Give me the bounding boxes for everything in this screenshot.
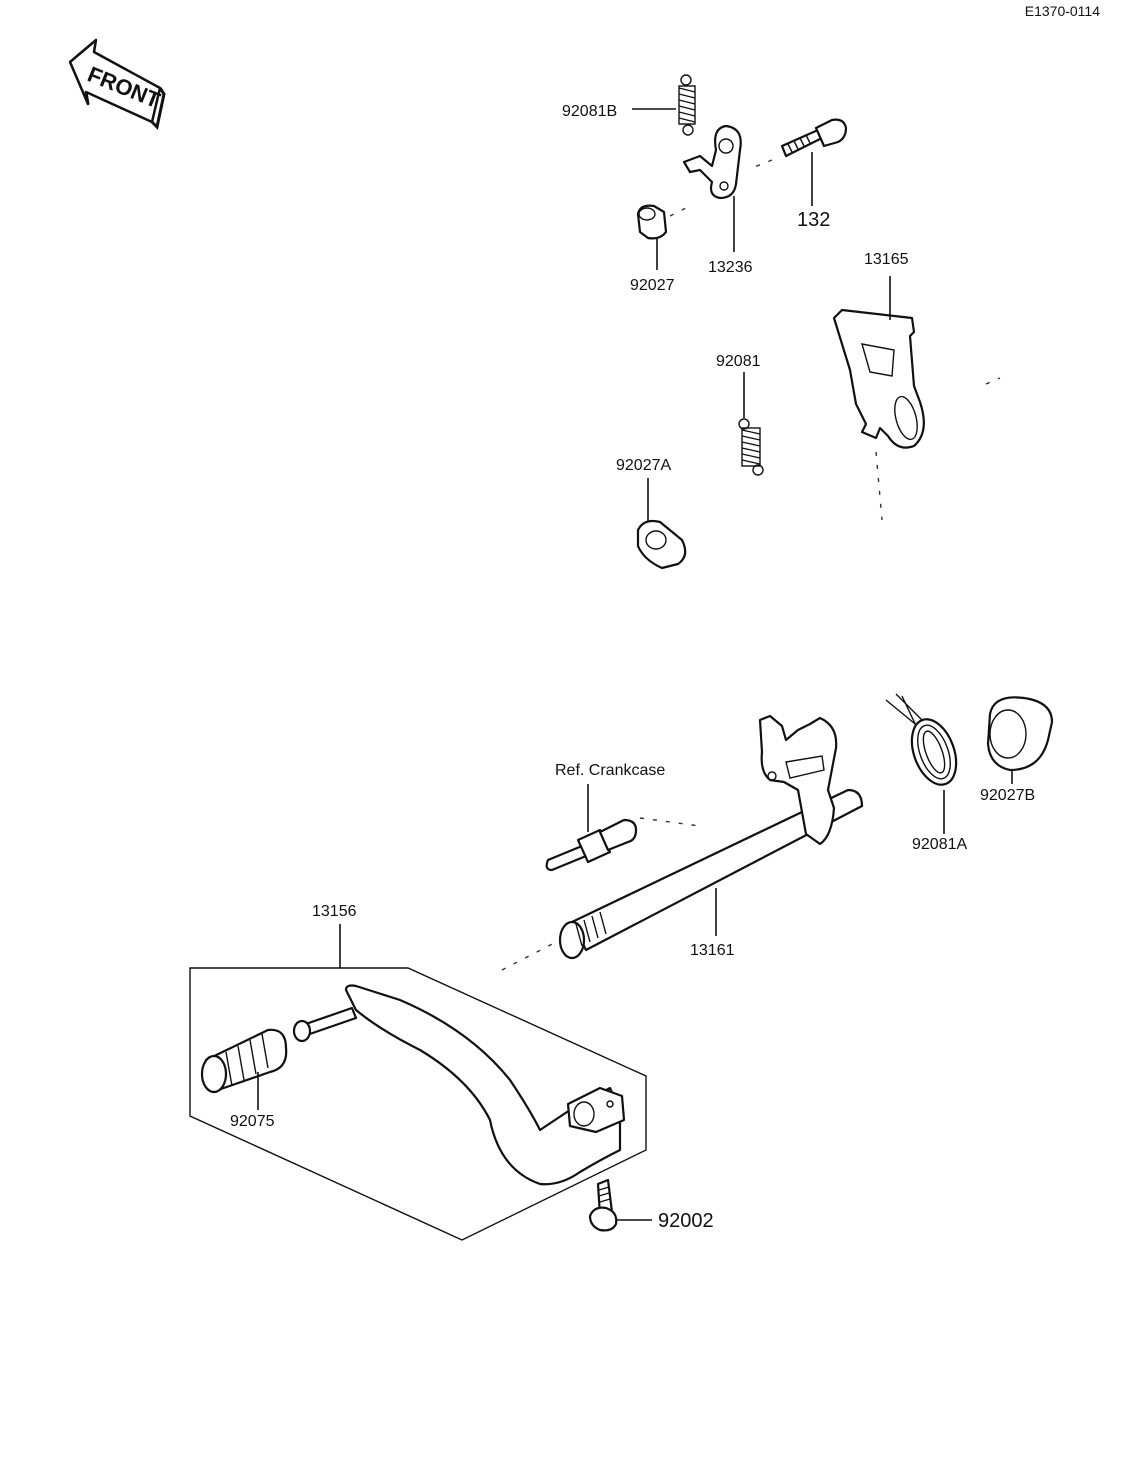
- label-13161: 13161: [690, 942, 735, 959]
- label-92081a: 92081A: [912, 836, 967, 853]
- lever-arm-13165: [832, 308, 925, 449]
- bolt-92002: [588, 1178, 618, 1232]
- label-92027b: 92027B: [980, 787, 1035, 804]
- label-92027: 92027: [630, 277, 675, 294]
- shift-pedal: [292, 984, 626, 1186]
- collar-92027: [636, 204, 668, 240]
- torsion-spring-92081a: [885, 693, 958, 786]
- rubber-92075: [200, 1028, 288, 1094]
- label-92081b: 92081B: [562, 103, 617, 120]
- label-92002: 92002: [658, 1210, 714, 1232]
- bolt-132: [780, 118, 848, 158]
- label-13165: 13165: [864, 251, 909, 268]
- label-13236: 13236: [708, 259, 753, 276]
- collar-92027b: [986, 696, 1054, 772]
- label-92027a: 92027A: [616, 457, 671, 474]
- front-arrow-icon: FRONT: [68, 38, 166, 131]
- label-13156: 13156: [312, 903, 357, 920]
- lever-plate-13236: [682, 124, 742, 200]
- label-92075: 92075: [230, 1113, 275, 1130]
- label-132: 132: [797, 209, 830, 231]
- pedal-assy-outline: [189, 967, 647, 1241]
- crankcase-stud: [545, 818, 638, 872]
- diagram-code: E1370-0114: [1025, 3, 1100, 19]
- label-92081: 92081: [716, 353, 761, 370]
- shift-shaft-13161: [558, 714, 864, 960]
- label-crankcase-ref: Ref. Crankcase: [555, 762, 665, 779]
- spring-92081b: [678, 74, 696, 136]
- spring-92081: [738, 418, 764, 476]
- collar-92027a: [636, 519, 687, 570]
